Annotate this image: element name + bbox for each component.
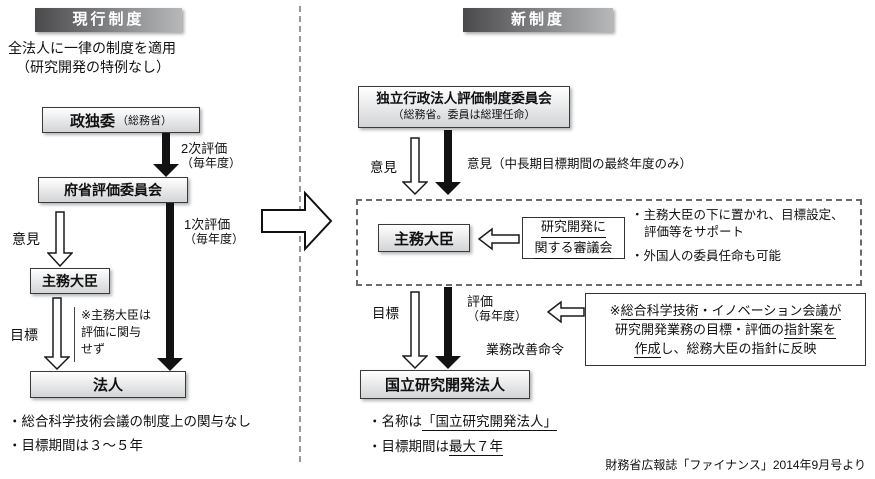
label-opinion-final-year: 意見（中長期目標期間の最終年度のみ） bbox=[467, 157, 693, 171]
label-secondary-eval-freq: （毎年度） bbox=[181, 156, 242, 170]
node-hyoka-seido-iinkai: 独立行政法人評価制度委員会 （総務省。委員は総理任命） bbox=[358, 86, 570, 128]
node-shumu-current-label: 主務大臣 bbox=[42, 273, 98, 289]
down-arrow-goal-new-icon bbox=[402, 291, 428, 369]
node-hojin: 法人 bbox=[30, 371, 186, 398]
csti-note-l2-pre: 研究開発業務の目標・評価の bbox=[614, 322, 784, 337]
current-intro-line2: （研究開発の特例なし） bbox=[16, 59, 170, 75]
new-bullet-term-underlined: 最大７年 bbox=[449, 439, 503, 456]
node-kokuritsu-kenkyu-hojin: 国立研究開発法人 bbox=[360, 370, 530, 399]
down-arrow-secondary-eval-icon bbox=[153, 133, 179, 177]
node-fusho-label: 府省評価委員会 bbox=[64, 182, 162, 198]
node-kokuritsu-label: 国立研究開発法人 bbox=[384, 377, 505, 394]
down-arrow-primary-eval-icon bbox=[157, 203, 183, 371]
csti-guideline-note-box: ※総合科学技術・イノベーション会議が 研究開発業務の目標・評価の指針案を 作成し… bbox=[585, 293, 866, 366]
down-arrow-goal-icon bbox=[44, 297, 70, 370]
down-arrow-opinion-final-year-icon bbox=[435, 130, 461, 195]
new-bullet-term-pre: ・目標期間は bbox=[368, 439, 449, 454]
council-bullet-support: ・主務大臣の下に置かれ、目標設定、評価等をサポート bbox=[631, 208, 844, 239]
label-secondary-eval: 2次評価 bbox=[181, 141, 228, 156]
down-arrow-opinion-icon bbox=[47, 211, 73, 267]
node-shumu-new-label: 主務大臣 bbox=[393, 230, 454, 248]
council-bullet-foreign: ・外国人の委員任命も可能 bbox=[631, 249, 782, 263]
label-eval-new: 評価 bbox=[467, 294, 494, 309]
left-arrow-csti-icon bbox=[547, 300, 585, 324]
label-improvement-order: 業務改善命令 bbox=[486, 342, 565, 357]
csti-note-l1-underlined: 総合科学技術・イノベーション会議が bbox=[620, 303, 842, 320]
node-iinkai-sub: （総務省。委員は総理任命） bbox=[392, 109, 536, 121]
current-system-header: 現行制度 bbox=[35, 8, 182, 32]
csti-note-line3: 作成し、総務大臣の指針に反映 bbox=[590, 339, 861, 358]
node-seidokui-title: 政独委 bbox=[69, 112, 115, 130]
node-shingikai-line2: 関する審議会 bbox=[534, 238, 613, 259]
node-shingikai-line1: 研究開発に bbox=[540, 217, 606, 238]
new-bullet-name: ・名称は「国立研究開発法人」 bbox=[368, 410, 557, 431]
left-arrow-council-icon bbox=[478, 227, 520, 251]
csti-note-l1-pre: ※ bbox=[609, 303, 621, 318]
transition-block-arrow-icon bbox=[261, 190, 333, 252]
node-shumu-daijin-current: 主務大臣 bbox=[30, 268, 110, 294]
label-opinion-left: 意見 bbox=[12, 231, 40, 247]
node-seidokui-sub: （総務省） bbox=[117, 115, 172, 127]
new-system-header: 新制度 bbox=[463, 8, 613, 32]
note-line1: ※主務大臣は bbox=[81, 308, 152, 322]
label-goal-new: 目標 bbox=[372, 306, 399, 321]
note-line3: せず bbox=[81, 342, 106, 356]
label-primary-eval-freq: （毎年度） bbox=[184, 232, 245, 246]
current-bullet-term: ・目標期間は３～５年 bbox=[8, 438, 143, 453]
node-rd-shingikai: 研究開発に 関する審議会 bbox=[522, 217, 625, 259]
csti-note-l3-post: し、総務大臣の指針に反映 bbox=[660, 341, 817, 356]
node-fusho-hyoka-iinkai: 府省評価委員会 bbox=[38, 177, 188, 203]
label-eval-new-freq: （毎年度） bbox=[467, 309, 528, 323]
node-iinkai-title: 独立行政法人評価制度委員会 bbox=[376, 91, 552, 106]
node-hojin-label: 法人 bbox=[92, 377, 123, 394]
note-minister-not-involved: ※主務大臣は 評価に関与 せず bbox=[81, 307, 151, 358]
down-arrow-opinion-new-icon bbox=[402, 137, 428, 195]
label-primary-eval: 1次評価 bbox=[184, 217, 231, 232]
label-goal-left: 目標 bbox=[10, 327, 38, 343]
new-bullet-name-pre: ・名称は bbox=[368, 414, 422, 429]
note-divider-line bbox=[74, 307, 75, 362]
center-dashed-divider bbox=[299, 6, 301, 462]
node-shumu-daijin-new: 主務大臣 bbox=[378, 224, 470, 252]
council-support-bullets: ・主務大臣の下に置かれ、目標設定、評価等をサポート ・外国人の委員任命も可能 bbox=[631, 207, 855, 265]
label-opinion-new: 意見 bbox=[370, 160, 397, 175]
csti-note-l2-underlined: 指針案を bbox=[784, 322, 837, 339]
csti-note-line1: ※総合科学技術・イノベーション会議が bbox=[590, 301, 861, 320]
current-intro-line1: 全法人に一律の制度を適用 bbox=[8, 40, 176, 56]
csti-note-l3-underlined: 作成 bbox=[634, 341, 661, 358]
csti-note-line2: 研究開発業務の目標・評価の指針案を bbox=[590, 320, 861, 339]
new-bullet-term: ・目標期間は最大７年 bbox=[368, 435, 503, 456]
down-arrow-eval-new-icon bbox=[435, 287, 461, 369]
minister-council-group-box bbox=[356, 199, 862, 286]
new-bullet-name-underlined: 「国立研究開発法人」 bbox=[422, 414, 557, 431]
source-credit: 財務省広報誌「ファイナンス」2014年9月号より bbox=[605, 458, 866, 472]
current-bullet-csti: ・総合科学技術会議の制度上の関与なし bbox=[8, 414, 251, 429]
note-line2: 評価に関与 bbox=[81, 325, 142, 339]
node-seidokui: 政独委 （総務省） bbox=[42, 107, 200, 133]
